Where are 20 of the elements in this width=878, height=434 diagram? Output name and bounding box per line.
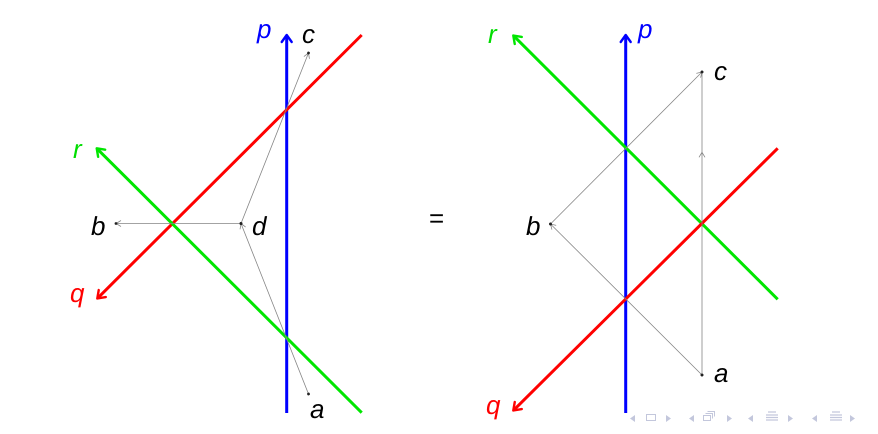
point-label: c [704, 58, 730, 88]
line-label: r [73, 136, 82, 166]
equals-sign: = [429, 205, 444, 235]
arrow [548, 222, 704, 376]
point-label: b [524, 213, 549, 243]
arrow [698, 70, 706, 376]
point-label: c [300, 21, 319, 52]
line-label: p [638, 16, 652, 46]
arrow [549, 70, 704, 226]
line-label: q [70, 280, 84, 310]
line-label: r [488, 21, 497, 51]
point-label: b [89, 213, 115, 243]
point-label: a [309, 396, 327, 426]
arrow [114, 220, 242, 227]
line-label: p [257, 16, 272, 46]
point-label: d [249, 213, 273, 243]
point-label: a [704, 360, 730, 390]
line-label: q [486, 392, 500, 422]
arrow [240, 51, 310, 225]
arrow [239, 222, 310, 396]
